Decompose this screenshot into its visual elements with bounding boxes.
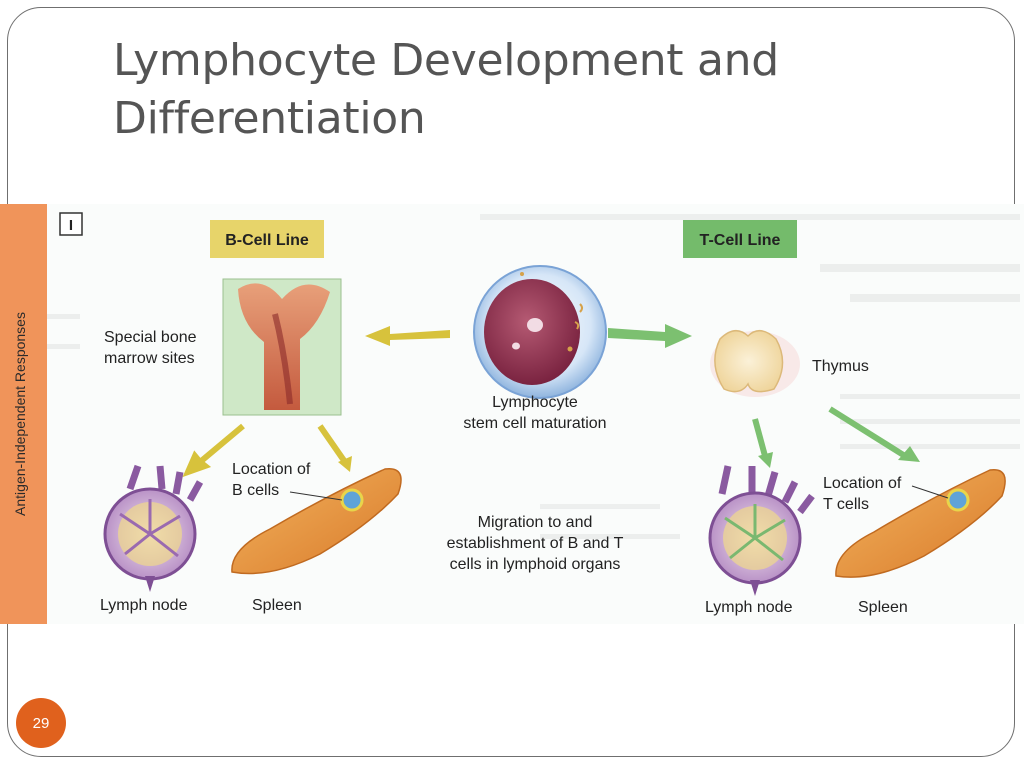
b-cell-line-label: B-Cell Line	[225, 232, 309, 249]
b-lymph-node-label: Lymph node	[100, 597, 188, 614]
arrows	[182, 324, 920, 478]
t-spleen-illustration	[835, 469, 1006, 578]
title-line-1: Lymphocyte Development and	[113, 35, 779, 86]
panel-label: I	[69, 217, 73, 234]
stem-cell-label-1: Lymphocyte	[492, 394, 578, 411]
side-label: Antigen-Independent Responses	[12, 312, 28, 516]
migration-label-3: cells in lymphoid organs	[450, 556, 621, 573]
b-spleen-illustration	[231, 467, 402, 575]
stem-cell-illustration	[473, 265, 607, 399]
thymus-label: Thymus	[812, 358, 869, 375]
location-t-label-1: Location of	[823, 475, 902, 492]
location-t-label-2: T cells	[823, 496, 869, 513]
b-cell-line-label-box	[210, 220, 324, 258]
faint-background-text	[20, 214, 1020, 539]
t-lymph-node-illustration	[708, 465, 815, 596]
migration-label-1: Migration to and	[478, 514, 593, 531]
bone-marrow-label-1: Special bone	[104, 329, 197, 346]
slide-title: Lymphocyte Development and Differentiati…	[113, 32, 913, 148]
location-b-label-1: Location of	[232, 461, 311, 478]
t-lymph-node-label: Lymph node	[705, 599, 793, 616]
panel-label-box	[59, 212, 83, 236]
page-number: 29	[32, 714, 50, 732]
title-line-2: Differentiation	[113, 93, 426, 144]
t-spleen-label: Spleen	[858, 599, 908, 616]
migration-label-2: establishment of B and T	[447, 535, 624, 552]
b-lymph-node-illustration	[103, 464, 204, 592]
location-b-label-2: B cells	[232, 482, 279, 499]
t-cell-line-label-box	[683, 220, 797, 258]
bone-marrow-label-2: marrow sites	[104, 350, 195, 367]
page-number-badge: 29	[16, 698, 66, 748]
bone-marrow-illustration	[222, 278, 342, 416]
side-bar	[0, 204, 47, 624]
lymphocyte-diagram: Antigen-Independent Responses I B-Cell L…	[0, 204, 1024, 624]
thymus-illustration	[710, 330, 800, 397]
t-cell-line-label: T-Cell Line	[700, 232, 781, 249]
b-spleen-label: Spleen	[252, 597, 302, 614]
stem-cell-label-2: stem cell maturation	[463, 415, 606, 432]
